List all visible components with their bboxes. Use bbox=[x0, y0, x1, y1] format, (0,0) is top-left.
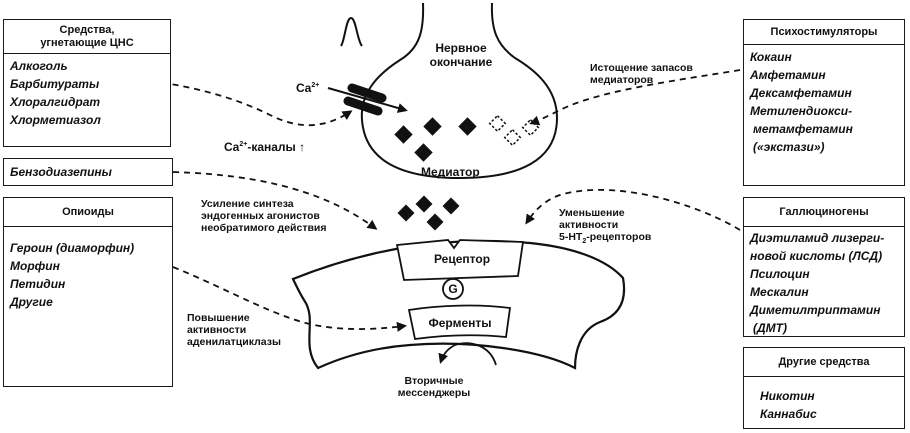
g-protein-circle bbox=[442, 278, 464, 300]
drug-item-cocaine: Кокаин bbox=[750, 50, 792, 64]
depleted-mediators bbox=[488, 114, 540, 147]
receptor-label: Рецептор bbox=[433, 252, 491, 266]
drug-item-dmt-line1: Диметилтриптамин bbox=[750, 303, 881, 317]
label-line: мессенджеры bbox=[397, 387, 471, 399]
title-line: Средства, bbox=[59, 24, 115, 36]
mediator-molecule bbox=[423, 117, 442, 136]
label-line: медиаторов bbox=[590, 74, 654, 86]
hallucinogens-box: Галлюциногены Диэтиламид лизерги- новой … bbox=[743, 197, 905, 337]
connector-opioids-to-enzymes bbox=[172, 266, 407, 332]
psychostimulants-box: Психостимуляторы Кокаин Амфетамин Дексам… bbox=[743, 19, 905, 186]
calcium-channel-icon bbox=[343, 83, 387, 116]
mediator-label: Медиатор bbox=[421, 165, 480, 179]
mediator-molecule bbox=[415, 195, 433, 213]
mediator-molecule bbox=[442, 197, 460, 215]
drug-item-nicotine: Никотин bbox=[760, 389, 815, 403]
ca-charge: 2+ bbox=[311, 82, 320, 89]
connector-hallucinogens-to-receptor bbox=[525, 189, 741, 231]
drug-item-morphine: Морфин bbox=[10, 259, 60, 273]
other-agents-box: Другие средства Никотин Каннабис bbox=[743, 347, 905, 429]
drug-item-others: Другие bbox=[10, 295, 53, 309]
cns-depressants-title: Средства, угнетающие ЦНС bbox=[4, 20, 170, 54]
ca-symbol: Ca bbox=[296, 81, 312, 95]
label-line: Уменьшение bbox=[559, 207, 625, 219]
drug-item-mdma-line3: («экстази») bbox=[753, 140, 825, 154]
receptor-reduction-label: Уменьшение активности 5-HT2-рецепторов bbox=[559, 207, 651, 248]
enzymes-label: Ферменты bbox=[428, 316, 492, 330]
ca-charge: 2+ bbox=[239, 141, 248, 148]
drug-item-psilocin: Псилоцин bbox=[750, 267, 810, 281]
calcium-ion-label: Ca2+ bbox=[296, 79, 319, 95]
drug-item-dexamphetamine: Дексамфетамин bbox=[750, 86, 852, 100]
second-messenger-arrow bbox=[438, 342, 497, 366]
label-line: Вторичные bbox=[404, 375, 464, 387]
enzymes-outline bbox=[407, 304, 512, 341]
connector-psychostimulants-to-terminal bbox=[529, 69, 741, 126]
nerve-ending-label: Нервное окончание bbox=[416, 41, 506, 69]
label-line: Нервное bbox=[435, 41, 487, 55]
label-line: окончание bbox=[429, 55, 493, 69]
second-messengers-label: Вторичные мессенджеры bbox=[380, 375, 488, 399]
label-line: 5-HT2-рецепторов bbox=[559, 231, 651, 248]
postsynaptic-cell-outline bbox=[291, 239, 626, 370]
drug-item-alcohol: Алкоголь bbox=[10, 59, 68, 73]
label-line: необратимого действия bbox=[201, 222, 327, 234]
adenylate-cyclase-label: Повышение активности аденилатциклазы bbox=[187, 312, 281, 348]
drug-item-heroin: Героин (диаморфин) bbox=[10, 241, 135, 255]
connector-alcohol-to-ca-channels bbox=[84, 75, 353, 127]
drug-item-clomethiazole: Хлорметиазол bbox=[10, 113, 101, 127]
ca-symbol: Ca bbox=[224, 140, 240, 154]
channels-text: -каналы ↑ bbox=[247, 140, 306, 154]
drug-item-dmt-line2: (ДМТ) bbox=[753, 321, 787, 335]
drug-item-mdma-line1: Метилендиокси- bbox=[750, 104, 853, 118]
ht-subscript: 2 bbox=[582, 238, 587, 246]
mediator-molecule bbox=[397, 204, 415, 222]
calcium-influx-arrow bbox=[327, 87, 408, 113]
opioids-box: Опиоиды Героин (диаморфин) Морфин Петиди… bbox=[3, 197, 173, 387]
action-potential-spike-icon bbox=[340, 16, 363, 47]
label-line: эндогенных агонистов bbox=[201, 210, 320, 222]
connector-benzodiazepines-to-cleft bbox=[172, 171, 378, 230]
hallucinogens-title: Галлюциногены bbox=[744, 198, 904, 227]
cns-depressants-box: Средства, угнетающие ЦНС Алкоголь Барбит… bbox=[3, 19, 171, 147]
agonist-synthesis-label: Усиление синтеза эндогенных агонистов не… bbox=[201, 198, 327, 234]
ht-suffix: -рецепторов bbox=[586, 231, 652, 243]
psychostimulants-title: Психостимуляторы bbox=[744, 20, 904, 45]
cleft-mediators bbox=[397, 195, 460, 231]
ht-prefix: 5-HT bbox=[559, 231, 583, 243]
label-line: активности bbox=[559, 219, 619, 231]
drug-item-amphetamine: Амфетамин bbox=[750, 68, 826, 82]
g-protein-label: G bbox=[448, 282, 458, 296]
drug-item-barbiturates: Барбитураты bbox=[10, 77, 100, 91]
depleted-mediator bbox=[488, 114, 507, 133]
mediator-molecule bbox=[394, 125, 413, 144]
calcium-channels-label: Ca2+-каналы ↑ bbox=[224, 138, 305, 154]
drug-item-cannabis: Каннабис bbox=[760, 407, 817, 421]
opioids-title: Опиоиды bbox=[4, 198, 172, 227]
drug-item-mdma-line2: метамфетамин bbox=[753, 122, 853, 136]
drug-item-lsd-line2: новой кислоты (ЛСД) bbox=[750, 249, 883, 263]
title-line: угнетающие ЦНС bbox=[40, 37, 134, 49]
label-line: Усиление синтеза bbox=[201, 198, 294, 210]
mediator-molecules-vesicle bbox=[394, 117, 477, 162]
label-line: Повышение bbox=[187, 312, 250, 324]
drug-item-pethidine: Петидин bbox=[10, 277, 66, 291]
other-agents-title: Другие средства bbox=[744, 348, 904, 377]
drug-item-benzodiazepines: Бензодиазепины bbox=[10, 165, 112, 179]
depletion-label: Истощение запасов медиаторов bbox=[590, 62, 693, 86]
receptor-outline bbox=[395, 239, 525, 281]
label-line: аденилатциклазы bbox=[187, 336, 281, 348]
mediator-molecule bbox=[414, 143, 433, 162]
drug-item-mescaline: Мескалин bbox=[750, 285, 809, 299]
label-line: активности bbox=[187, 324, 247, 336]
label-line: Истощение запасов bbox=[590, 62, 693, 74]
mediator-molecule bbox=[426, 213, 444, 231]
depleted-mediator bbox=[503, 128, 522, 147]
drug-item-lsd-line1: Диэтиламид лизерги- bbox=[750, 231, 885, 245]
mediator-molecule bbox=[458, 117, 477, 136]
drug-item-chloral-hydrate: Хлоралгидрат bbox=[10, 95, 101, 109]
benzodiazepines-box: Бензодиазепины bbox=[3, 158, 173, 186]
nerve-terminal-outline bbox=[360, 2, 559, 180]
